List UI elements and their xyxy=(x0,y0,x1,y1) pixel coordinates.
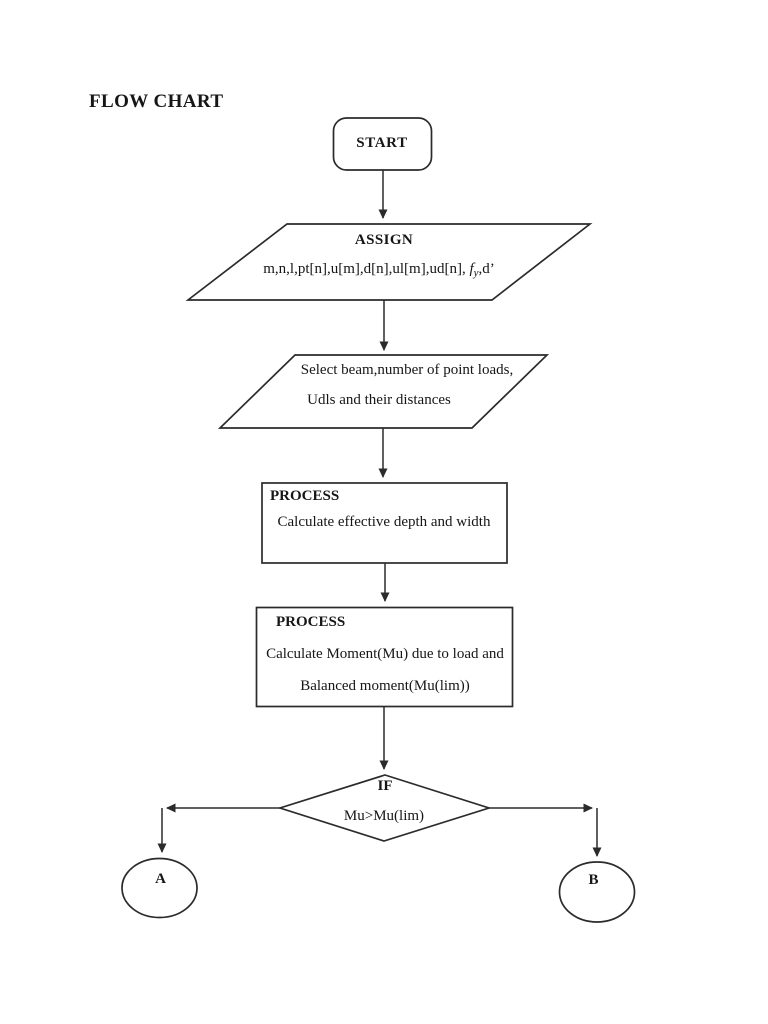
select-node-line2: Udls and their distances xyxy=(307,392,451,408)
decision-node-heading: IF xyxy=(377,778,393,794)
assign-parallelogram-shape xyxy=(185,223,593,301)
process-moment-line2: Balanced moment(Mu(lim)) xyxy=(300,678,470,694)
process-moment-line1: Calculate Moment(Mu) due to load and xyxy=(266,646,504,662)
assign-node-heading: ASSIGN xyxy=(354,232,414,248)
select-node-line1: Select beam,number of point loads, xyxy=(300,362,514,378)
decision-node-condition: Mu>Mu(lim) xyxy=(343,808,425,824)
process-depth-body: Calculate effective depth and width xyxy=(277,514,491,530)
assign-params-prefix: m,n,l,pt[n],u[m],d[n],ul[m],ud[n], xyxy=(263,261,470,277)
decision-diamond-shape xyxy=(277,774,492,842)
start-node-label: START xyxy=(356,135,408,152)
assign-node-params: m,n,l,pt[n],u[m],d[n],ul[m],ud[n], fy,d’ xyxy=(179,261,579,280)
page-title: FLOW CHART xyxy=(89,91,224,112)
fy-symbol: f xyxy=(469,261,474,277)
terminal-b-label: B xyxy=(588,872,599,888)
terminal-a-label: A xyxy=(155,871,166,887)
fy-subscript: y xyxy=(473,267,479,279)
process-moment-rect-shape xyxy=(255,606,514,708)
select-parallelogram-shape xyxy=(217,354,550,429)
process-moment-heading: PROCESS xyxy=(276,614,346,630)
assign-params-suffix: ,d’ xyxy=(478,261,495,277)
terminal-b-circle-shape xyxy=(558,861,636,923)
process-depth-heading: PROCESS xyxy=(270,488,340,504)
terminal-a-circle-shape xyxy=(121,857,198,919)
